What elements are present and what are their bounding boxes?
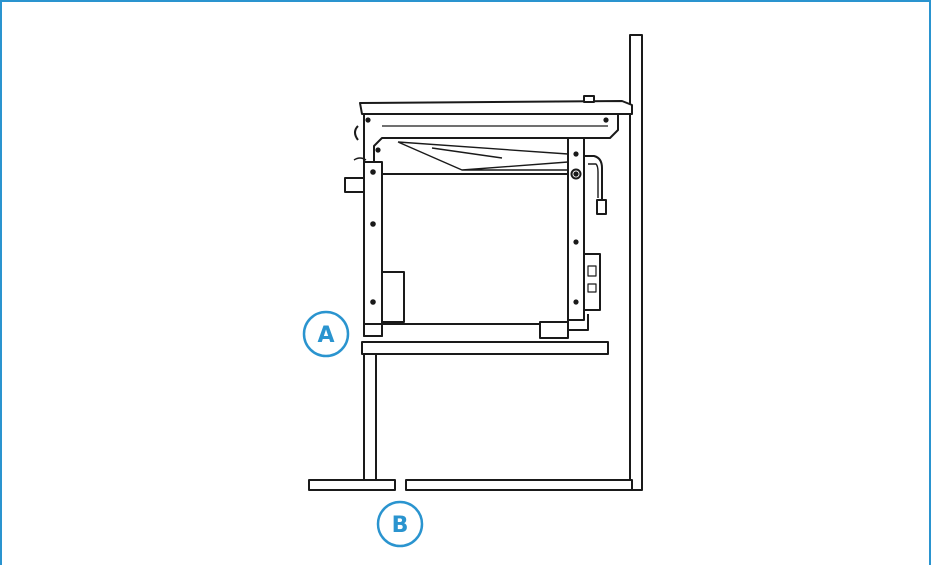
left-frame-leg: [363, 161, 383, 337]
appliance-top-lid: [359, 100, 633, 115]
side-wall-panel: [629, 34, 643, 491]
support-shelf: [361, 341, 609, 355]
hose-connector: [596, 199, 607, 215]
rear-hose: [584, 155, 603, 202]
drain-hook: [567, 314, 589, 331]
control-module: [583, 253, 601, 311]
callout-b: B: [376, 500, 424, 548]
shelf-support-leg: [363, 353, 377, 481]
callout-b-circle: [376, 500, 424, 548]
floor-board-left: [308, 479, 396, 491]
left-lower-block: [381, 271, 405, 323]
left-rear-fitting: [344, 177, 365, 193]
right-frame-post: [567, 137, 585, 321]
callout-a: A: [302, 310, 350, 358]
callout-a-label: A: [317, 323, 334, 348]
internal-tray: [397, 141, 569, 171]
front-foot: [363, 323, 383, 337]
callout-a-circle: [302, 310, 350, 358]
rear-foot: [539, 321, 569, 339]
floor-board-right: [405, 479, 633, 491]
lid-knob: [583, 95, 595, 103]
callout-b-label: B: [392, 513, 409, 538]
appliance-body: [381, 173, 569, 325]
